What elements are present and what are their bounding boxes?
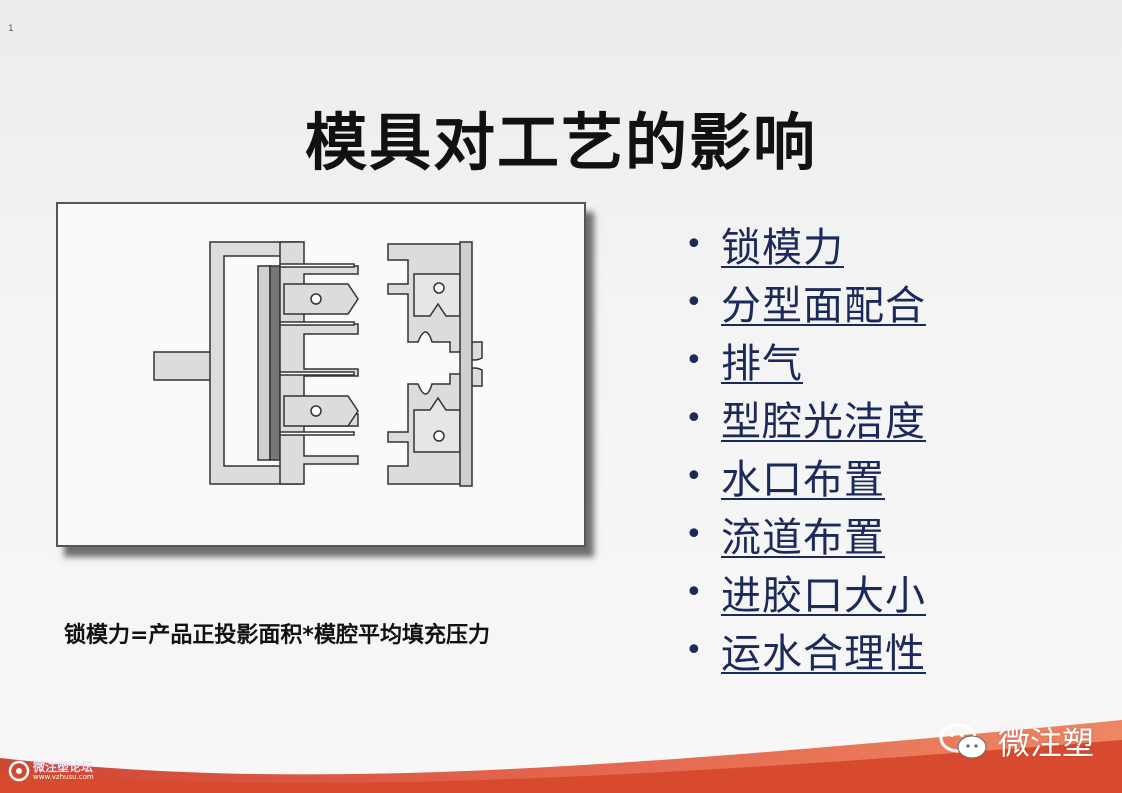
bullet-label[interactable]: 分型面配合 xyxy=(721,283,926,329)
bullet-dot: • xyxy=(685,632,703,668)
clamping-force-formula: 锁模力=产品正投影面积*模腔平均填充压力 xyxy=(64,623,490,648)
bullet-label[interactable]: 锁模力 xyxy=(721,225,844,271)
pin-plate xyxy=(269,265,281,461)
mold-diagram-svg xyxy=(153,241,483,487)
bullet-item-cooling-layout[interactable]: • 运水合理性 xyxy=(685,621,926,679)
bullet-dot: • xyxy=(685,342,703,378)
bullet-item-runner-layout[interactable]: • 流道布置 xyxy=(685,505,926,563)
bullet-dot: • xyxy=(685,400,703,436)
bullet-dot: • xyxy=(685,226,703,262)
bullet-label[interactable]: 型腔光洁度 xyxy=(721,399,926,445)
bullet-dot: • xyxy=(685,284,703,320)
bullet-dot: • xyxy=(685,574,703,610)
bullet-dot: • xyxy=(685,458,703,494)
watermark-text: 微注塑 xyxy=(997,724,1094,762)
forum-logo: 微注塑论坛 www.vzhusu.com xyxy=(8,760,94,782)
forum-name: 微注塑论坛 xyxy=(33,760,94,774)
bullet-list: • 锁模力 • 分型面配合 • 排气 • 型腔光洁度 • 水口布置 • 流道布置… xyxy=(685,215,926,679)
bullet-item-cavity-finish[interactable]: • 型腔光洁度 xyxy=(685,389,926,447)
bullet-item-gate-layout[interactable]: • 水口布置 xyxy=(685,447,926,505)
nozzle-rod xyxy=(153,351,213,381)
wechat-watermark: 微注塑 xyxy=(938,718,1094,764)
bullet-label[interactable]: 进胶口大小 xyxy=(721,573,926,619)
bullet-item-parting-surface[interactable]: • 分型面配合 xyxy=(685,273,926,331)
cavity-insert-bottom xyxy=(413,396,461,453)
bullet-item-clamping-force[interactable]: • 锁模力 xyxy=(685,215,926,273)
bullet-label[interactable]: 水口布置 xyxy=(721,457,885,503)
footer-wave xyxy=(0,720,1122,793)
forum-url: www.vzhusu.com xyxy=(33,773,94,781)
mold-diagram xyxy=(56,202,586,547)
bullet-item-gate-size[interactable]: • 进胶口大小 xyxy=(685,563,926,621)
support-plate xyxy=(257,265,271,461)
corner-mark: 1 xyxy=(8,24,14,34)
bullet-item-venting[interactable]: • 排气 xyxy=(685,331,926,389)
slide-title: 模具对工艺的影响 xyxy=(304,106,817,179)
bullet-label[interactable]: 流道布置 xyxy=(721,515,885,561)
bullet-dot: • xyxy=(685,516,703,552)
core-block xyxy=(279,241,359,485)
bullet-label[interactable]: 排气 xyxy=(721,341,803,387)
forum-logo-icon xyxy=(8,760,30,782)
wechat-icon xyxy=(939,723,987,759)
clamp-plate xyxy=(459,241,473,487)
bullet-label[interactable]: 运水合理性 xyxy=(721,631,926,677)
